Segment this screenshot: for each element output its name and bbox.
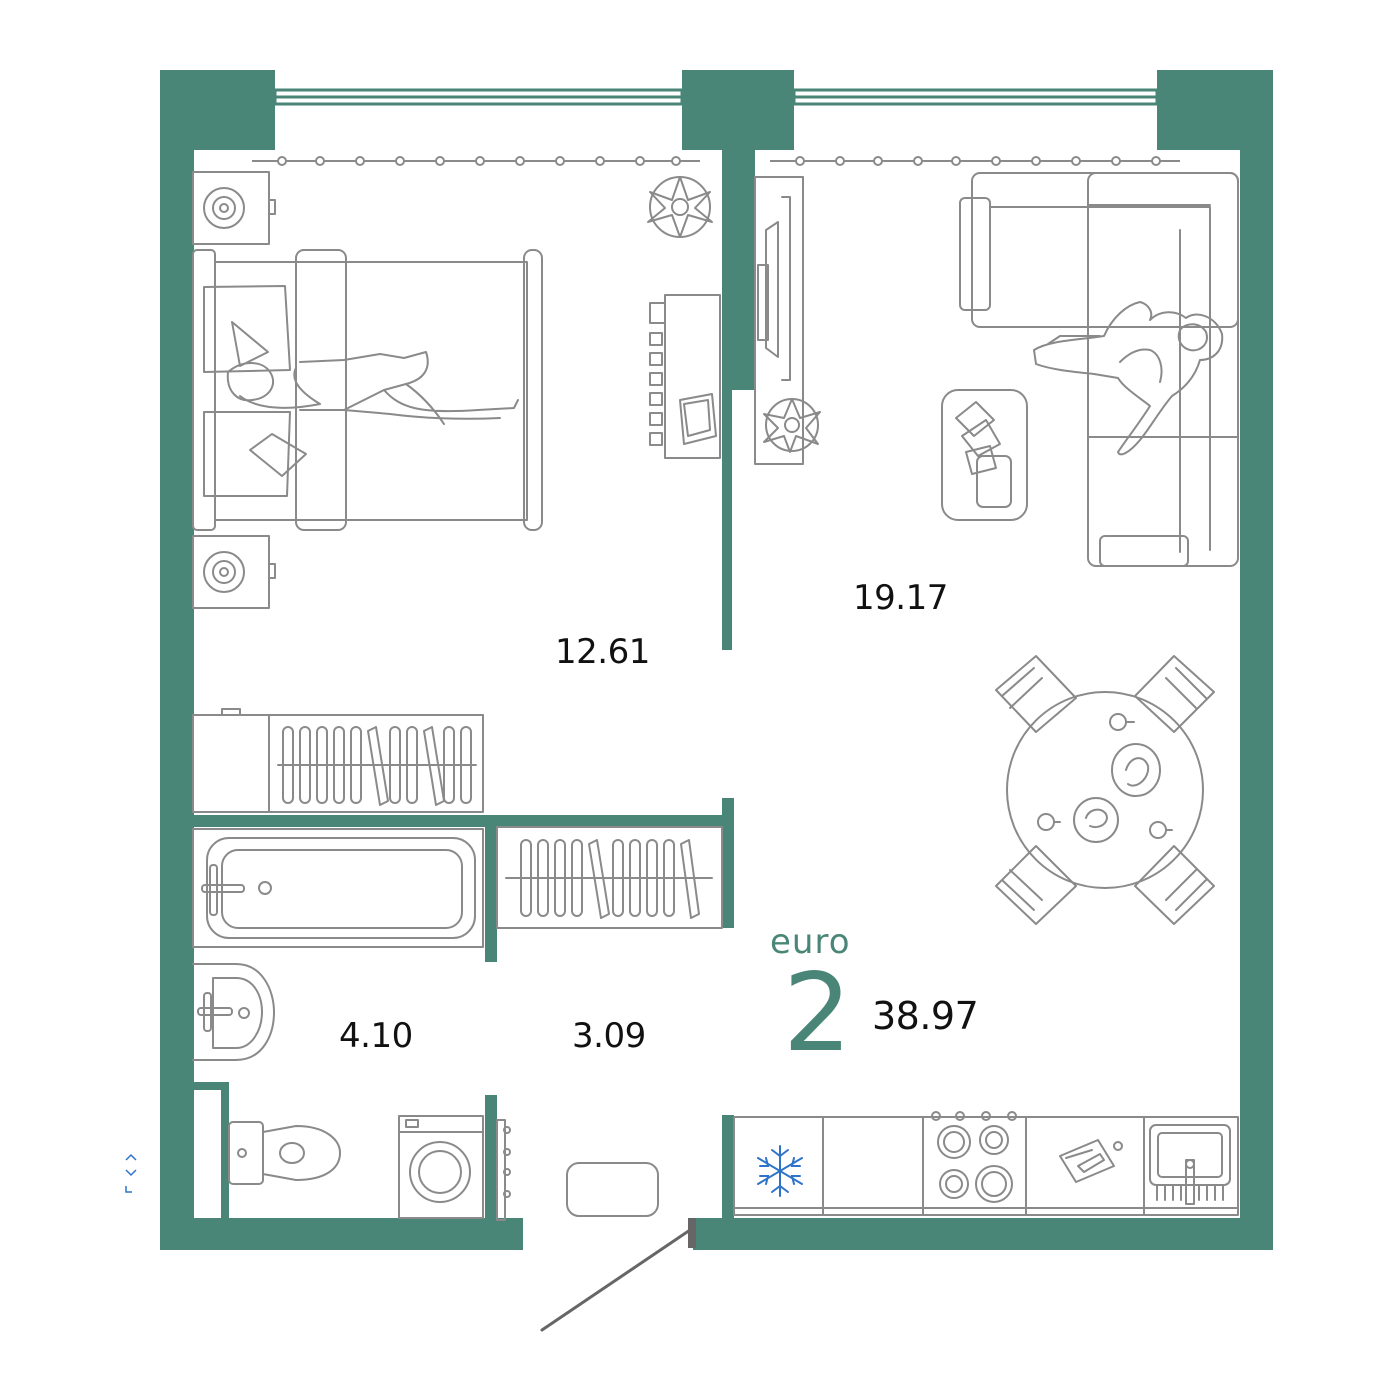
cutting-board xyxy=(1059,1139,1123,1183)
toilet-icon xyxy=(228,1121,341,1185)
chair-bl xyxy=(995,845,1077,925)
bedroom-area-label: 12.61 xyxy=(555,632,650,672)
chair-br xyxy=(1134,845,1215,925)
snowflake-icon xyxy=(757,1145,803,1197)
bed xyxy=(192,249,543,531)
sofa xyxy=(959,172,1239,567)
hall-area-label: 3.09 xyxy=(572,1016,646,1056)
chair-tl xyxy=(995,655,1077,733)
entrance-door xyxy=(540,1226,695,1332)
chair-tr xyxy=(1134,655,1215,733)
coffee-table xyxy=(941,389,1028,521)
apartment-type-word: euro xyxy=(770,922,851,962)
plant-icon xyxy=(647,176,713,238)
washing-machine-icon xyxy=(398,1115,484,1219)
bathroom-area-label: 4.10 xyxy=(339,1016,413,1056)
walls xyxy=(160,70,1273,1250)
curtain-rods xyxy=(252,156,1180,166)
coat-hooks xyxy=(496,1119,511,1221)
total-area-label: 38.97 xyxy=(872,994,979,1038)
windows xyxy=(273,88,1159,106)
hall-bench xyxy=(566,1162,659,1217)
nightstand-bottom xyxy=(192,535,276,609)
compass-icon xyxy=(125,1153,137,1193)
nightstand-top xyxy=(192,171,276,245)
living-area-label: 19.17 xyxy=(853,578,948,618)
wardrobe-lower xyxy=(496,826,723,929)
bathtub-icon xyxy=(192,828,484,948)
wardrobe-upper xyxy=(192,708,484,813)
dining-table xyxy=(995,655,1215,925)
desk xyxy=(649,294,721,459)
stove-icon xyxy=(931,1111,1017,1203)
sink-bathroom xyxy=(192,963,275,1061)
kitchen-counter xyxy=(733,1116,1239,1216)
sink-icon xyxy=(1149,1124,1231,1205)
apartment-rooms-count: 2 xyxy=(783,951,852,1076)
tv-stand xyxy=(754,176,821,465)
furniture xyxy=(192,171,1239,1332)
